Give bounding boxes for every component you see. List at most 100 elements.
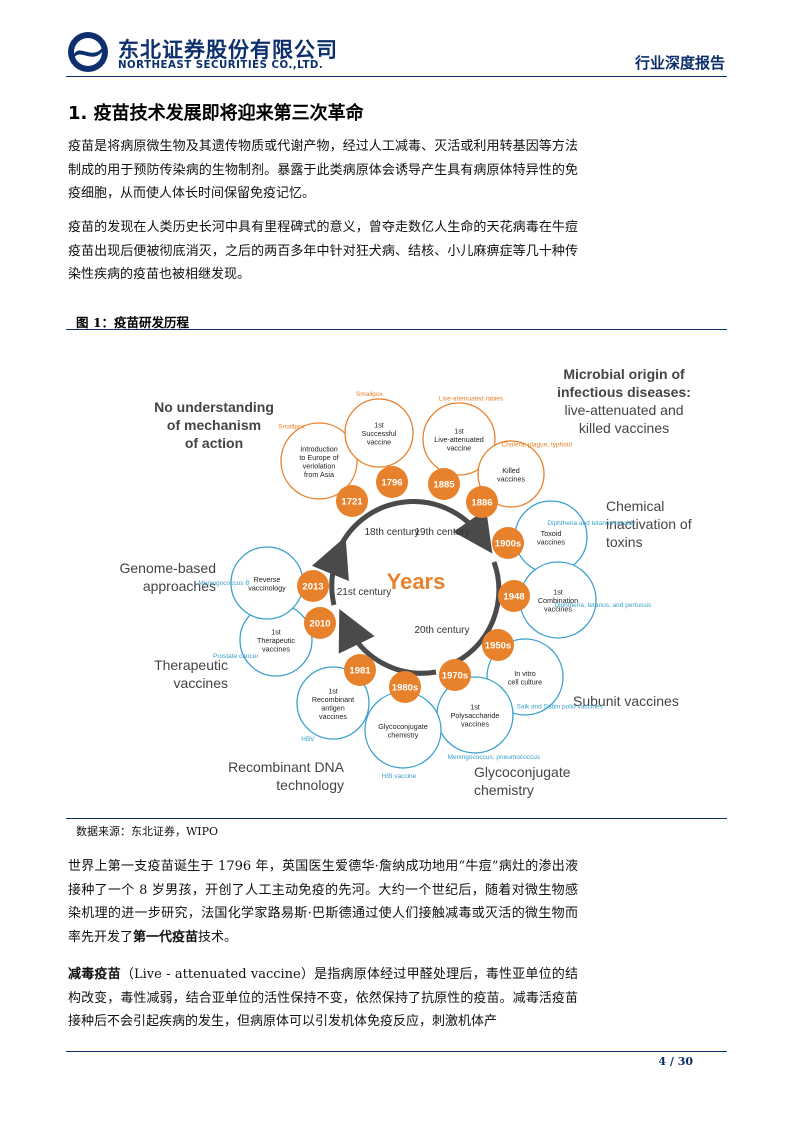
attenuated-vaccine-term: 减毒疫苗 [68, 967, 121, 982]
year-label: 1886 [471, 498, 492, 509]
milestone-text: Polysaccharide [451, 711, 500, 720]
cat-genome-2: approaches [143, 578, 216, 594]
cat-glycoconjugate-1: Glycoconjugate [474, 764, 571, 780]
center-years-label: Years [387, 569, 446, 594]
milestone-text: vaccine [367, 438, 391, 447]
year-badge [344, 654, 376, 686]
cat-genome-1: Genome-based [119, 560, 216, 576]
vaccine-timeline-diagram: Years 18th century 19th century 20th cen… [119, 366, 692, 798]
milestone-arc-label: Live-attenuated rabies [439, 396, 504, 403]
timeline-arc-right [454, 561, 502, 665]
figure-bottom-divider [66, 818, 727, 819]
year-badge [389, 671, 421, 703]
report-type: 行业深度报告 [634, 54, 725, 72]
cat-recombinant-2: technology [276, 777, 344, 793]
milestone-text: Introduction [300, 444, 338, 453]
paragraph-4-text: （Live - attenuated vaccine）是指病原体经过甲醛处理后，… [68, 967, 578, 1029]
vaccine-history-figure: Years 18th century 19th century 20th cen… [76, 337, 721, 817]
milestone-arc-label: Diphtheria, tetanus, and pertussis [554, 602, 652, 609]
cat-no-understanding-1: No understanding [154, 399, 274, 415]
milestone-text: Reverse [254, 575, 281, 584]
milestone-text: Toxoid [541, 529, 562, 538]
company-logo [66, 30, 110, 78]
year-badge [376, 466, 408, 498]
milestone-arc-label: Cholera, plague, typhoid [502, 441, 573, 448]
milestone-arc-label: Smallpox [278, 423, 305, 430]
year-badge [498, 580, 530, 612]
year-label: 1950s [485, 641, 511, 652]
milestone-text: Therapeutic [257, 636, 295, 645]
timeline-arc-left [311, 536, 349, 606]
year-badge [492, 527, 524, 559]
milestone-text: chemistry [388, 730, 419, 739]
cat-therapeutic-1: Therapeutic [154, 657, 228, 673]
cat-no-understanding-2: of mechanism [167, 417, 261, 433]
milestone-1970s: 1stPolysaccharidevaccinesMeningococcus, … [436, 659, 541, 761]
milestone-text: veriolation [303, 461, 336, 470]
century-20-label: 20th century [414, 625, 469, 636]
year-badge [439, 659, 471, 691]
paragraph-4: 减毒疫苗（Live - attenuated vaccine）是指病原体经过甲醛… [68, 963, 578, 1034]
milestone-text: In vitro [514, 669, 536, 678]
cat-microbial-4: killed vaccines [579, 420, 669, 436]
paragraph-3-end: 技术。 [198, 929, 238, 945]
figure-caption: 图 1：疫苗研发历程 [76, 315, 190, 330]
paragraph-3: 世界上第一支疫苗诞生于 1796 年，英国医生爱德华·詹纳成功地用“牛痘”病灶的… [68, 855, 578, 949]
cat-no-understanding-3: of action [185, 435, 243, 451]
milestone-text: Combination [538, 596, 578, 605]
milestone-arc-label: HBV [301, 736, 315, 743]
paragraph-2: 疫苗的发现在人类历史长河中具有里程碑式的意义，曾夺走数亿人生命的天花病毒在牛痘疫… [68, 220, 578, 282]
milestone-arc-label: Meningococcus, pneumococcus [448, 754, 541, 761]
cat-microbial-1: Microbial origin of [563, 366, 685, 382]
milestone-text: vaccine [447, 444, 471, 453]
milestone-text: Killed [502, 466, 520, 475]
cat-chemical-3: toxins [606, 534, 643, 550]
cat-chemical-2: inactivation of [606, 516, 692, 532]
milestone-text: antigen [321, 703, 345, 712]
milestone-bubble [477, 440, 545, 508]
milestone-text: vaccines [544, 605, 572, 614]
paragraph-3-text: 世界上第一支疫苗诞生于 1796 年，英国医生爱德华·詹纳成功地用“牛痘”病灶的… [68, 859, 578, 945]
milestone-text: from Asia [304, 470, 334, 479]
year-label: 2010 [309, 619, 330, 630]
milestone-arc-label: Salk and Sabin polio vaccines [517, 704, 604, 711]
year-badge [304, 607, 336, 639]
cat-subunit: Subunit vaccines [573, 693, 679, 709]
milestone-text: cell culture [508, 677, 542, 686]
year-label: 1721 [341, 497, 363, 508]
century-21-label: 21st century [337, 587, 391, 598]
timeline-arc-top [338, 498, 493, 554]
year-label: 1981 [349, 666, 371, 677]
company-name-en: NORTHEAST SECURITIES CO.,LTD. [118, 60, 324, 71]
timeline-arc-bottom [338, 609, 437, 676]
year-badge [482, 629, 514, 661]
paragraph-1: 疫苗是将病原微生物及其遗传物质或代谢产物，经过人工减毒、灭活或利用转基因等方法制… [68, 139, 578, 201]
milestone-text: Glycoconjugate [378, 722, 428, 731]
cat-glycoconjugate-2: chemistry [474, 782, 534, 798]
footer-divider [66, 1051, 727, 1052]
milestone-text: Live-attenuated [434, 435, 484, 444]
cat-recombinant-1: Recombinant DNA [228, 759, 345, 775]
milestone-text: vaccines [497, 474, 525, 483]
milestone-arc-label: Meningococcus B [198, 580, 249, 587]
milestone-1885: 1stLive-attenuatedvaccineLive-attenuated… [422, 396, 504, 500]
year-label: 1885 [433, 480, 455, 491]
figure-caption-divider [66, 329, 727, 330]
milestone-text: to Europe of [299, 453, 338, 462]
milestone-arc-label: Diphtheria and tetanus toxoids [547, 520, 636, 527]
milestone-text: Recombinant [312, 695, 354, 704]
milestone-bubble [296, 666, 370, 740]
